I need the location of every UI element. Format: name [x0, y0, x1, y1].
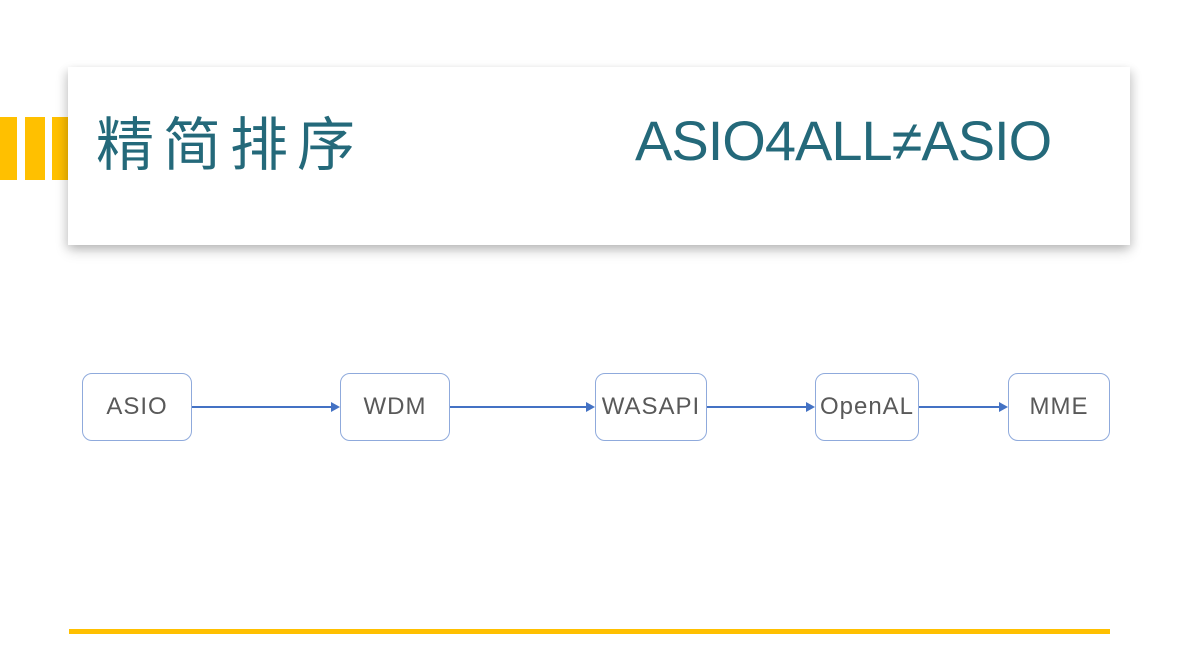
flow-node-label: OpenAL [819, 393, 915, 420]
connector-arrow-1 [192, 402, 340, 412]
flow-node-label: ASIO [106, 393, 168, 420]
connector-arrow-2 [450, 402, 595, 412]
flow-node-openal: OpenAL [815, 373, 919, 441]
connector-arrow-3 [707, 402, 815, 412]
footer-accent-line [69, 629, 1110, 634]
flow-node-label: WDM [363, 393, 427, 420]
accent-bar-2 [25, 117, 45, 180]
connector-arrow-4 [918, 402, 1008, 412]
flow-node-wasapi: WASAPI [595, 373, 707, 441]
flow-node-mme: MME [1008, 373, 1110, 441]
accent-bar-3 [52, 117, 68, 180]
header-card: 精简排序 ASIO4ALL≠ASIO [68, 67, 1130, 245]
flow-node-label: WASAPI [601, 393, 701, 420]
slide-subtitle: ASIO4ALL≠ASIO [635, 109, 1052, 172]
accent-bar-1 [0, 117, 17, 180]
flow-node-label: MME [1029, 393, 1089, 420]
flow-node-asio: ASIO [82, 373, 192, 441]
flow-node-wdm: WDM [340, 373, 450, 441]
slide-title: 精简排序 [96, 113, 365, 178]
